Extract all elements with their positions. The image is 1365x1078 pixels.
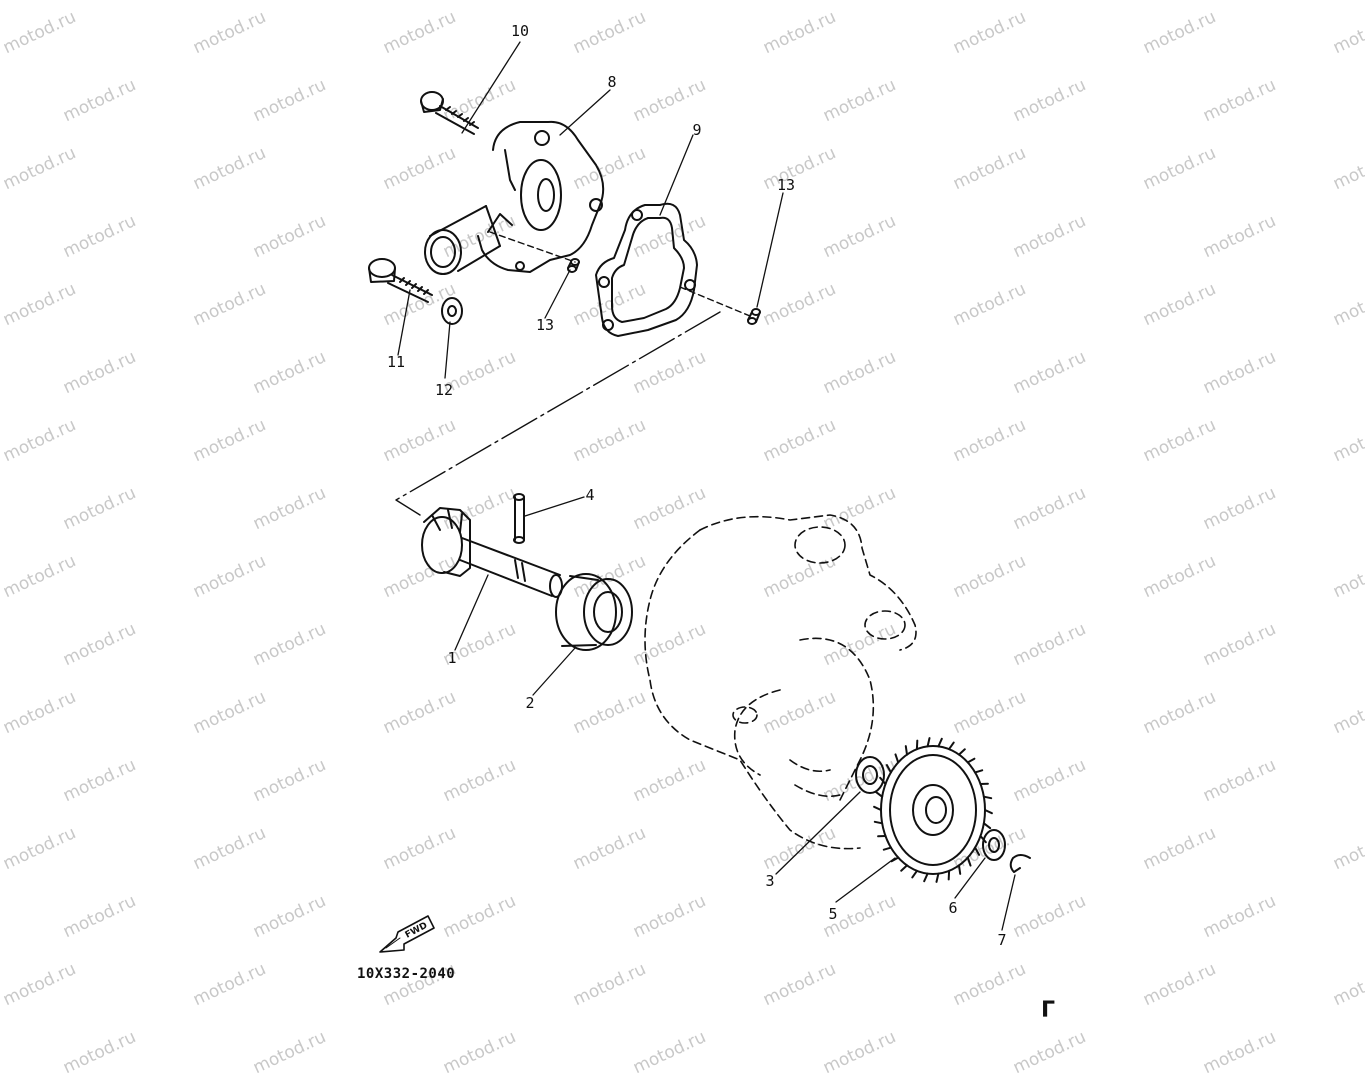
dowel-pin-13-lower <box>567 258 580 273</box>
pump-cover-8-part <box>424 120 605 275</box>
callout-3: 3 <box>765 872 775 890</box>
watermark-text: motod.ru <box>250 1027 330 1078</box>
gear-5-part <box>873 737 993 883</box>
assembly-centerline <box>395 231 751 516</box>
exploded-parts-diagram: motod.ru motod.ru motod.ru motod.ru motod.ru… <box>0 7 1365 1078</box>
pin-4-part <box>513 493 525 544</box>
oil-seal-2-part <box>555 573 633 651</box>
callout-9: 9 <box>692 121 702 139</box>
washer-6-part <box>982 829 1006 861</box>
leader-lines <box>397 41 1016 931</box>
circlip-7-part <box>1009 854 1031 873</box>
bolt-10-part <box>420 91 479 135</box>
watermark-text: motod.ru <box>1200 1027 1280 1078</box>
callout-7: 7 <box>997 931 1007 949</box>
parts-drawing: FWD <box>368 41 1031 953</box>
gear-teeth <box>873 737 993 883</box>
diagram-code: 10X332-2040 <box>357 966 456 982</box>
corner-mark: Γ <box>1041 998 1056 1023</box>
watermark-text: motod.ru <box>630 1027 710 1078</box>
callout-12: 12 <box>434 381 454 399</box>
watermark-text: motod.ru <box>440 1027 520 1078</box>
callout-11: 11 <box>386 353 406 371</box>
watermark-text: motod.ru <box>60 1027 140 1078</box>
watermark-text: motod.ru <box>1010 1027 1090 1078</box>
callout-4: 4 <box>585 486 595 504</box>
callout-1: 1 <box>447 649 457 667</box>
gasket-9-part <box>595 202 698 337</box>
fwd-arrow-icon: FWD <box>379 915 435 953</box>
watermark-text: motod.ru <box>820 1027 900 1078</box>
crankcase-outline <box>644 514 917 850</box>
washer-12-part <box>441 297 463 325</box>
bolt-11-part <box>368 258 433 303</box>
washer-3-part <box>855 756 885 794</box>
callout-10: 10 <box>510 22 530 40</box>
callout-2: 2 <box>525 694 535 712</box>
callout-6: 6 <box>948 899 958 917</box>
callout-13-lower: 13 <box>535 316 555 334</box>
impeller-shaft-1-part <box>421 507 563 598</box>
callout-13-upper: 13 <box>776 176 796 194</box>
callout-5: 5 <box>828 905 838 923</box>
callout-8: 8 <box>607 73 617 91</box>
